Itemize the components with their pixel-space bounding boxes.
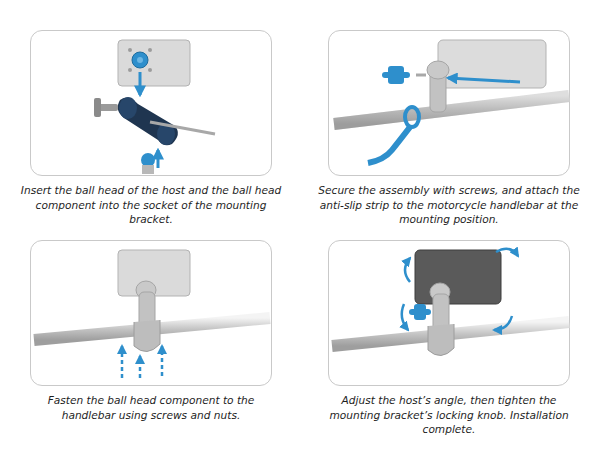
step-panel: Adjust the host’s angle, then tighten th… [328, 240, 570, 386]
step-caption: Insert the ball head of the host and the… [20, 183, 282, 227]
step-panel: Fasten the ball head component to the ha… [30, 240, 272, 386]
step-caption: Secure the assembly with screws, and att… [318, 183, 580, 227]
step-caption: Adjust the host’s angle, then tighten th… [318, 393, 580, 437]
step-caption: Fasten the ball head component to the ha… [20, 393, 282, 422]
step-panel: Insert the ball head of the host and the… [30, 30, 272, 176]
step-panel: Secure the assembly with screws, and att… [328, 30, 570, 176]
